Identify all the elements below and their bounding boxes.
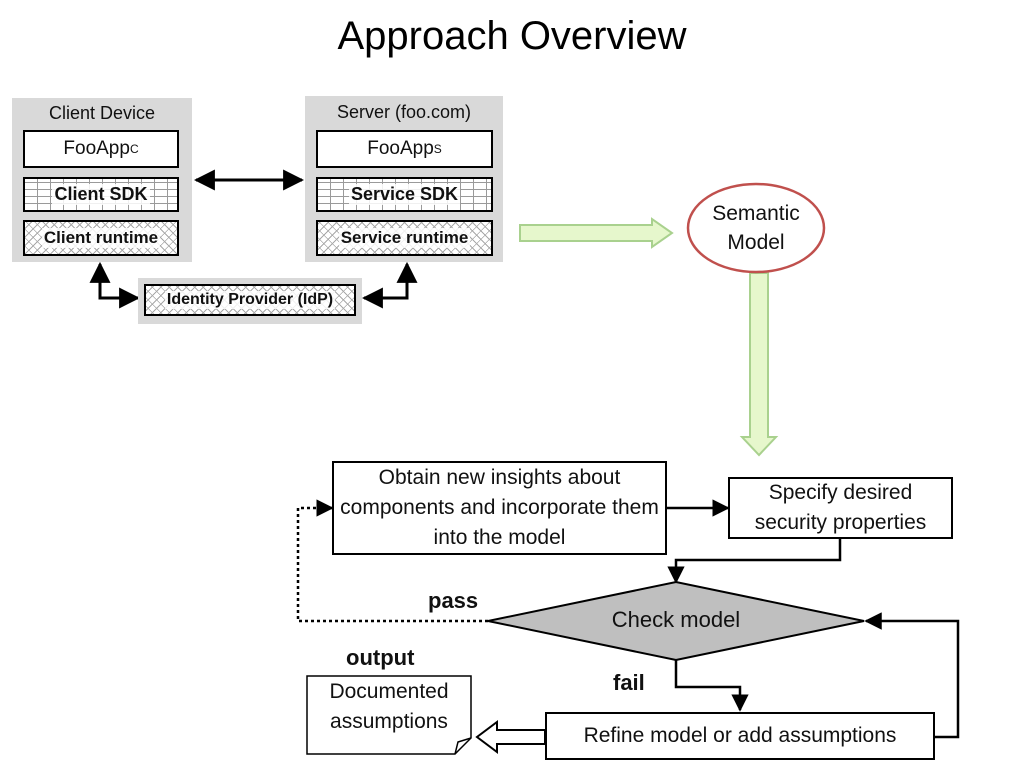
refine-box: Refine model or add assumptions — [545, 712, 935, 760]
specify-label: Specify desired security properties — [754, 481, 927, 534]
pass-arrow — [296, 499, 488, 623]
client-device-label: Client Device — [48, 103, 156, 123]
pass-label: pass — [428, 588, 479, 613]
service-sdk-box: Service SDK — [316, 177, 493, 212]
check-model-diamond — [487, 580, 865, 662]
check-model-label: Check model — [611, 607, 741, 632]
document-fold-icon — [454, 737, 472, 755]
client-app-name: FooApp — [63, 138, 130, 159]
service-runtime-label: Service runtime — [338, 228, 471, 248]
semantic-model-label: Semantic Model — [712, 202, 800, 254]
fail-label: fail — [613, 670, 645, 695]
output-label: output — [346, 645, 415, 670]
page-title: Approach Overview — [337, 14, 687, 58]
service-runtime-box: Service runtime — [316, 220, 493, 256]
client-app-subscript: C — [129, 142, 139, 156]
documented-assumptions-label: Documented assumptions — [329, 680, 449, 733]
semantic-model-ellipse — [686, 182, 826, 274]
green-arrow-right — [519, 217, 674, 249]
client-runtime-label: Client runtime — [41, 228, 161, 248]
server-app-name: FooApp — [367, 138, 434, 159]
server-idp-arrow — [361, 261, 418, 309]
idp-label: Identity Provider (IdP) — [164, 291, 336, 309]
green-arrow-down — [739, 272, 779, 457]
documented-assumptions-shape — [306, 675, 472, 755]
idp-box: Identity Provider (IdP) — [144, 284, 356, 316]
server-label: Server (foo.com) — [336, 102, 472, 122]
refine-label: Refine model or add assumptions — [583, 724, 897, 747]
specify-box: Specify desired security properties — [728, 477, 953, 539]
insights-box: Obtain new insights about components and… — [332, 461, 667, 555]
server-app-subscript: S — [433, 142, 442, 156]
refine-to-check-arrow — [864, 612, 960, 739]
client-sdk-box: Client SDK — [23, 177, 179, 212]
output-hollow-arrow — [475, 720, 546, 754]
client-runtime-box: Client runtime — [23, 220, 179, 256]
insights-label: Obtain new insights about components and… — [340, 466, 659, 549]
fail-arrow — [674, 660, 749, 712]
service-sdk-label: Service SDK — [348, 184, 461, 205]
client-sdk-label: Client SDK — [52, 184, 150, 205]
client-idp-arrow — [89, 261, 141, 309]
specify-to-check-arrow — [667, 539, 842, 584]
